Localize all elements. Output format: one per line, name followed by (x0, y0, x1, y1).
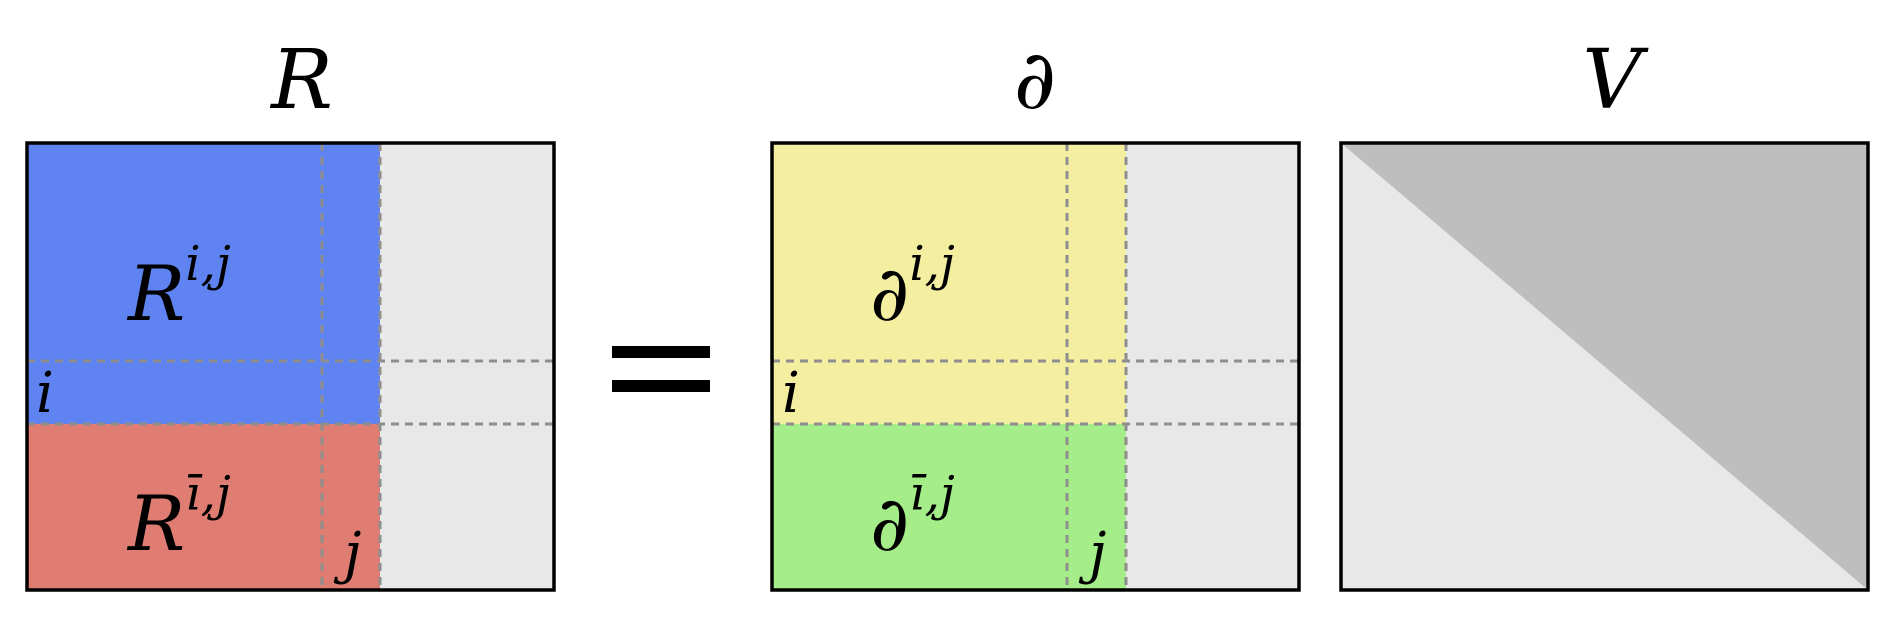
d-bottom-label: ∂ī,j (870, 466, 955, 568)
d-top-label: ∂i,j (870, 236, 955, 338)
r-dashed-lines (27, 143, 554, 590)
d-dashed-lines (772, 143, 1299, 590)
r-row-index: i (36, 361, 54, 426)
equals-sign: = (612, 346, 710, 392)
r-title: R (269, 33, 333, 128)
r-rest-block (380, 143, 554, 590)
v-title: V (1582, 33, 1649, 128)
d-title: ∂ (1014, 33, 1056, 128)
v-upper-triangle (1341, 143, 1868, 590)
r-top-label: Ri,j (126, 236, 231, 338)
d-row-index: i (782, 361, 800, 426)
d-rest-block (1126, 143, 1299, 590)
d-border (770, 141, 1301, 592)
matrix-d: ∂ ∂i,j ∂ī,j i j (770, 33, 1301, 592)
matrix-r: R Ri,j Rī,j i j (25, 33, 556, 592)
r-border (25, 141, 556, 592)
v-border (1339, 141, 1870, 592)
matrix-v: V (1339, 33, 1870, 592)
r-bottom-label: Rī,j (126, 466, 231, 568)
